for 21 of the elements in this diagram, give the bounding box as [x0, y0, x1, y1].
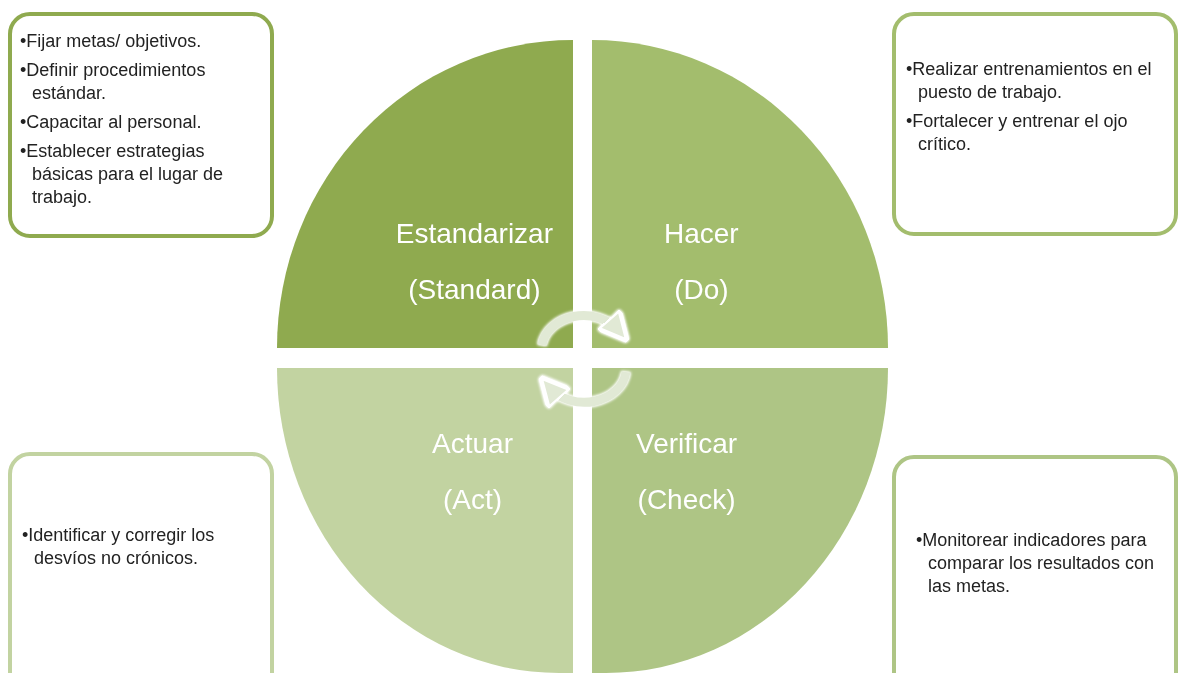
text-card — [8, 12, 274, 238]
bullet-item: •Identificar y corregir los desvíos no crónicos. — [22, 524, 216, 570]
text-card — [892, 455, 1178, 673]
bullet-item: •Realizar entrenamientos en el puesto de trabajo. — [906, 58, 1153, 104]
cycle-arrow — [537, 371, 631, 411]
bullet-item: •Fijar metas/ objetivos. — [20, 30, 203, 53]
segment-label: Estandarizar (Standard) — [395, 217, 553, 307]
bullet-item: •Establecer estrategias básicas para el lugar de trabajo. — [20, 140, 225, 209]
segment-label: Hacer (Do) — [664, 217, 739, 307]
segment-label: Actuar (Act) — [432, 427, 513, 517]
text-card — [892, 12, 1178, 236]
text-card — [8, 452, 274, 673]
bullet-item: •Monitorear indicadores para comparar los resultados con las metas. — [916, 529, 1156, 598]
quadrant-segment — [277, 368, 573, 673]
bullet-item: •Definir procedimientos estándar. — [20, 59, 207, 105]
segment-label: Verificar (Check) — [636, 427, 738, 517]
bullet-item: •Fortalecer y entrenar el ojo crítico. — [906, 110, 1129, 156]
quadrant-segment — [592, 368, 888, 673]
quadrant-segment — [277, 40, 573, 348]
cycle-arrow — [537, 307, 631, 347]
bullet-item: •Capacitar al personal. — [20, 111, 203, 134]
